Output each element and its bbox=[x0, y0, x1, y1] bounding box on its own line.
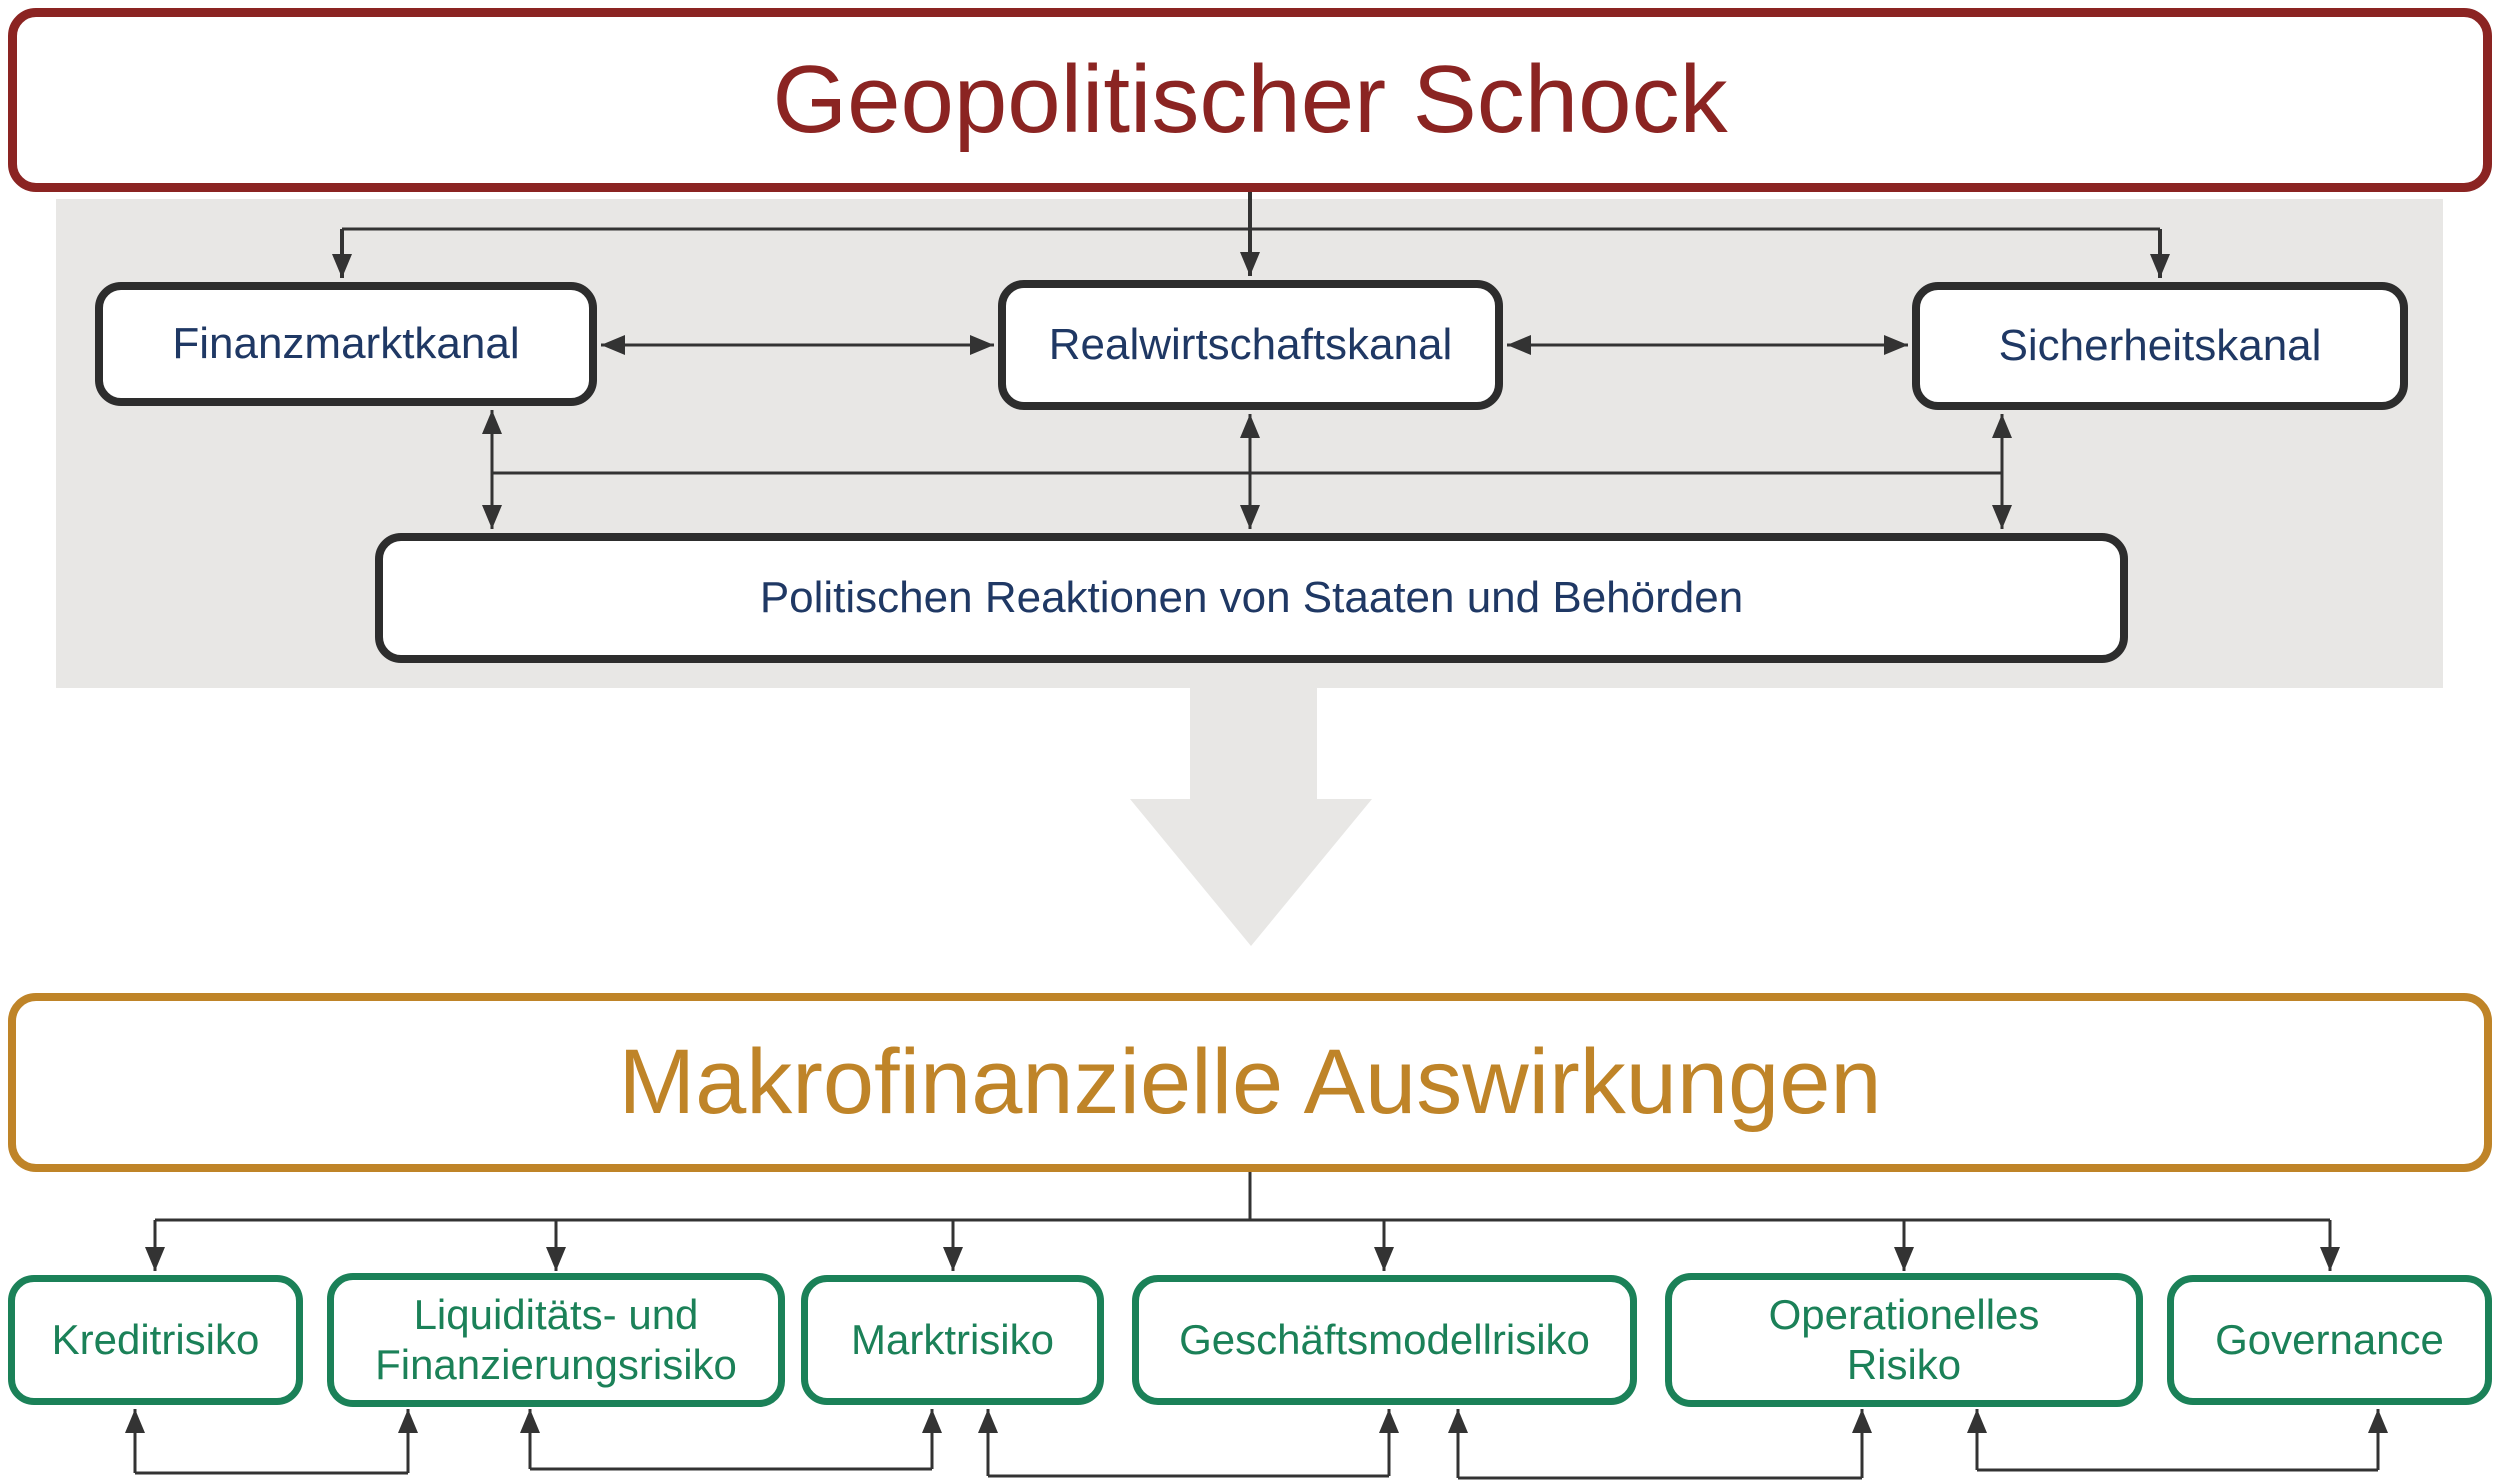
node-market-risk: Marktrisiko bbox=[801, 1275, 1104, 1405]
macro-to-risks-arrows bbox=[145, 1172, 2340, 1271]
node-macrofinancial-impacts: Makrofinanzielle Auswirkungen bbox=[8, 993, 2492, 1172]
channel-label: Realwirtschaftskanal bbox=[1048, 320, 1453, 369]
channels-policy-arrows bbox=[482, 410, 2012, 529]
node-financial-market-channel: Finanzmarktkanal bbox=[95, 282, 597, 406]
node-policy-responses: Politischen Reaktionen von Staaten und B… bbox=[375, 533, 2128, 663]
risk-label: Kreditrisiko bbox=[51, 1316, 260, 1364]
risk-label: Marktrisiko bbox=[850, 1316, 1054, 1364]
node-operational-risk: Operationelles Risiko bbox=[1665, 1273, 2143, 1407]
channel-label: Finanzmarktkanal bbox=[172, 319, 520, 368]
node-business-model-risk: Geschäftsmodellrisiko bbox=[1132, 1275, 1637, 1405]
node-credit-risk: Kreditrisiko bbox=[8, 1275, 303, 1405]
risk-interconnection-arrows bbox=[125, 1409, 2388, 1480]
node-liquidity-funding-risk: Liquiditäts- und Finanzierungsrisiko bbox=[327, 1273, 785, 1407]
node-real-economy-channel: Realwirtschaftskanal bbox=[998, 280, 1503, 410]
node-security-channel: Sicherheitskanal bbox=[1912, 282, 2408, 410]
node-governance: Governance bbox=[2167, 1275, 2492, 1405]
policy-label: Politischen Reaktionen von Staaten und B… bbox=[759, 573, 1744, 622]
shock-to-channels-arrows bbox=[332, 192, 2170, 278]
shock-title: Geopolitischer Schock bbox=[772, 46, 1728, 153]
macro-flow-arrow bbox=[1130, 687, 1372, 946]
node-geopolitical-shock: Geopolitischer Schock bbox=[8, 8, 2492, 192]
risk-label: Operationelles Risiko bbox=[1768, 1291, 2040, 1388]
risk-label: Liquiditäts- und Finanzierungsrisiko bbox=[375, 1291, 737, 1388]
risk-label: Governance bbox=[2215, 1316, 2444, 1364]
channel-label: Sicherheitskanal bbox=[1998, 321, 2322, 370]
macro-title: Makrofinanzielle Auswirkungen bbox=[618, 1031, 1882, 1133]
risk-label: Geschäftsmodellrisiko bbox=[1179, 1316, 1590, 1364]
